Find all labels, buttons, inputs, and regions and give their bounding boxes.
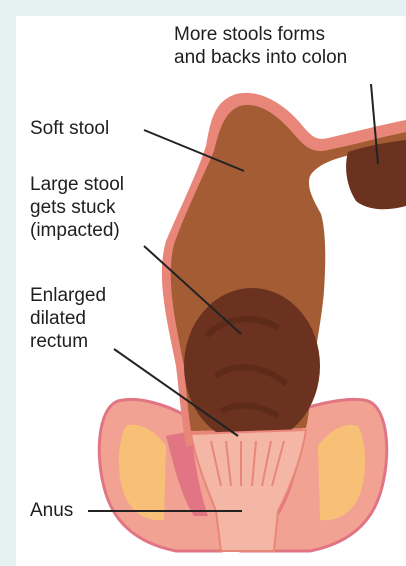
label-soft-stool: Soft stool [30,117,109,140]
diagram-panel: More stools forms and backs into colon S… [16,16,406,566]
label-large-stool: Large stool gets stuck (impacted) [30,173,124,242]
label-enlarged-rectum: Enlarged dilated rectum [30,284,106,353]
label-anus: Anus [30,499,73,522]
label-more-stools: More stools forms and backs into colon [174,23,347,69]
